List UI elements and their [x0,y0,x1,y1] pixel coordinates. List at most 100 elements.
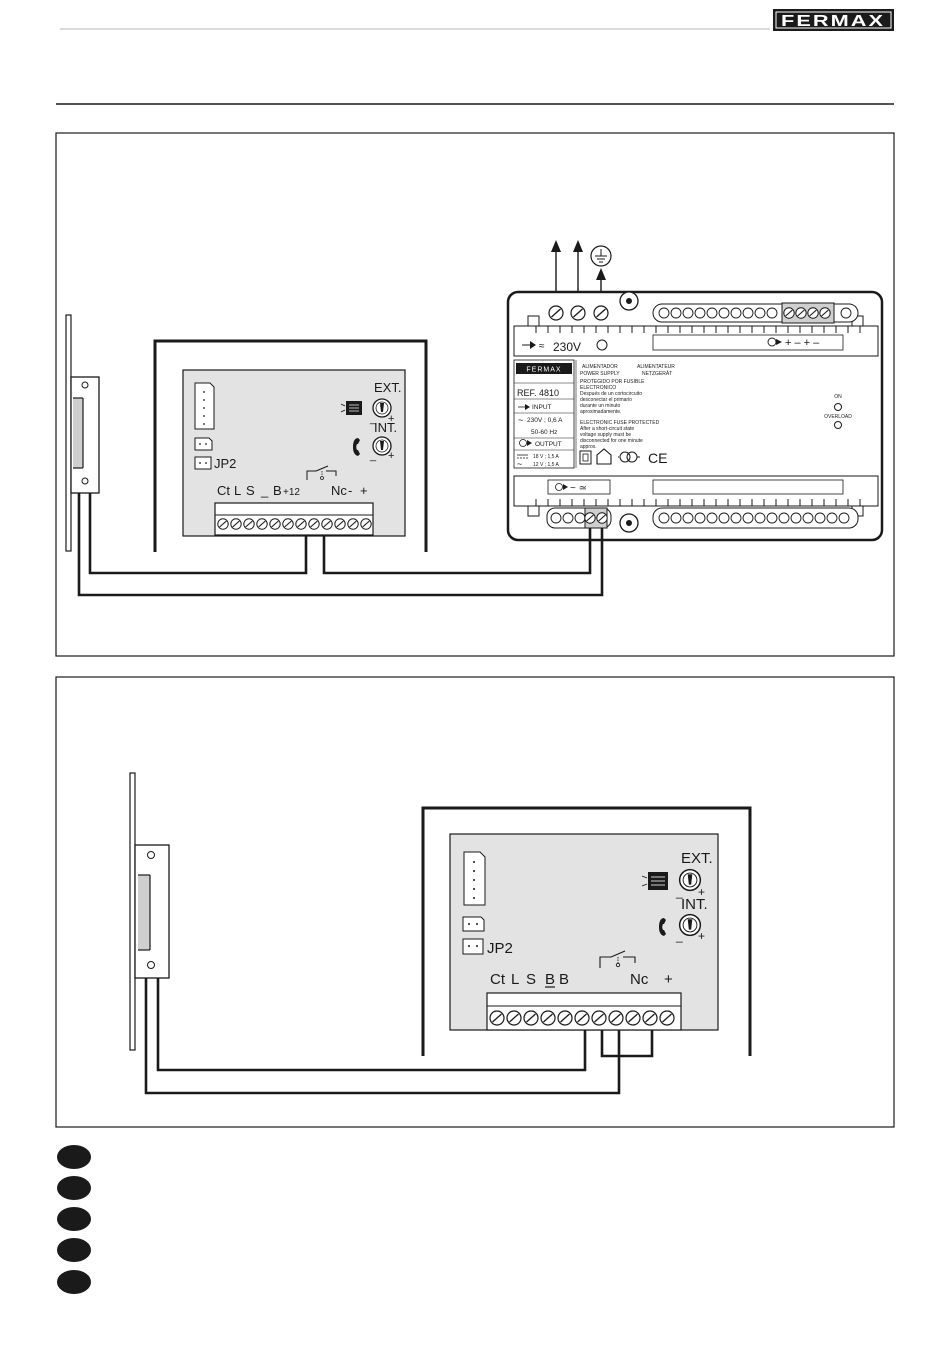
transformer-icon [618,451,640,463]
fermax-logo: FERMAX [773,9,894,31]
language-bullets [57,1145,91,1294]
language-bullet [57,1270,91,1294]
bridge-wire [600,1030,654,1058]
pm-plus: + [698,885,705,899]
fuse-text: PROTEGIDO POR FUSIBLE [580,379,645,385]
diagram-2-frame [55,676,895,1128]
svg-text:~: ~ [518,415,523,425]
camera-icon [641,872,668,890]
on-led-icon [834,403,842,411]
psu-reference: REF. 4810 [517,388,559,398]
title-de: NETZGERÄT [642,370,672,377]
language-bullet [57,1238,91,1262]
voltage-label: 230V [553,340,581,354]
output-polarity-label: + – + – [785,337,820,349]
electric-lock-1 [65,314,100,552]
wire-lock-to-psu [77,493,604,597]
output-symbol-icon [767,337,782,347]
int-label: INT. [374,420,397,435]
ext-label: EXT. [374,380,401,395]
wiring-1 [77,493,604,597]
input-symbol-icon: ≈ [522,341,545,352]
jp2-label: JP2 [214,456,236,471]
terminal-label: L [511,971,519,988]
earth-symbol-icon [596,339,608,351]
diagram-1-frame [55,132,895,657]
wire-lock-to-panel [88,493,308,575]
overload-led-icon [834,421,842,429]
terminal-label: S [526,971,536,988]
pm-minus: _ [369,413,377,425]
input-label: INPUT [532,404,552,411]
psu-brand: FERMAX [526,367,561,374]
input-rating: 230V ; 0,6 A [527,417,563,424]
terminal-label: B [545,971,555,988]
terminal-label: +12 [283,487,300,498]
pm-minus: _ [369,450,377,462]
terminal-label: S [246,483,255,498]
fuse-text: ELECTRONICO [580,385,616,391]
camera-icon [340,401,362,415]
svg-text:≈: ≈ [539,341,545,352]
relay-symbol-icon [306,465,337,480]
electric-lock-2 [129,772,170,1051]
output-ac-rating: 12 V ; 1,5 A [533,462,560,468]
output-symbol-icon [519,439,532,447]
indoor-use-icon [596,448,612,465]
fuse-text: approx. [580,444,597,450]
ext-label: EXT. [681,850,713,867]
double-insulation-icon [579,450,592,465]
title-en: POWER SUPPLY [580,371,620,377]
on-label: ON [834,394,842,400]
fuse-text: disconnected for one minute [580,438,643,444]
pm-minus: _ [675,929,683,943]
diagram-1-power-supply-lock: JP2 EXT. INT. _ + _ + [55,132,895,657]
terminal-label: L [234,483,241,498]
door-panel-unit-1: JP2 EXT. INT. _ + _ + [153,339,428,552]
jp2-label: JP2 [487,940,513,957]
language-bullet [57,1176,91,1200]
language-bullet [57,1145,91,1169]
pm-plus: + [388,450,394,462]
language-bullet [57,1207,91,1231]
overload-label: OVERLOAD [824,414,852,420]
terminal-label: Ct [490,971,506,988]
fuse-text: Después de un cortocircuito [580,391,642,397]
terminal-label: + [664,971,673,988]
door-panel-unit-2: JP2 EXT. INT. _ + _ + [421,806,752,1056]
wiring-2 [144,978,654,1095]
terminal-label: B [273,483,282,498]
input-symbol-icon [518,404,530,410]
fuse-text: ELECTRONIC FUSE PROTECTED [580,420,660,426]
fuse-text: durante un minuto [580,403,621,409]
terminal-label: Nc [331,483,347,498]
terminal-label: - [348,483,352,498]
output-dc-rating: 18 V ; 1,5 A [533,454,560,460]
terminal-label: + [360,483,368,498]
ce-mark: CE [648,450,667,466]
fuse-text: desconectar el primario [580,397,632,403]
frequency: 50-60 Hz [531,429,557,436]
terminal-screws [489,1010,675,1026]
pm-minus: _ [675,885,683,899]
wire-lock-to-b [156,978,587,1072]
title-es: ALIMENTADOR [582,364,618,370]
terminal-label: B [559,971,569,988]
pm-plus: + [698,929,705,943]
svg-text:~: ~ [517,459,522,469]
fuse-text: voltage supply must be [580,432,631,438]
logo-text: FERMAX [781,13,885,30]
terminal-label: Ct [217,483,230,498]
pm-plus: + [388,413,394,425]
output-label: OUTPUT [535,441,562,448]
mains-input-arrows [551,240,612,306]
title-fr: ALIMENTATEUR [637,364,675,370]
terminal-label: _ [260,483,269,498]
terminal-label: Nc [630,971,649,988]
diagram-2-lock-direct: JP2 EXT. INT. _ + _ + [55,676,895,1128]
fuse-text: aproximadamente. [580,409,621,415]
relay-symbol-icon [599,950,636,968]
int-label: INT. [681,896,708,913]
svg-text:~ ≃: ~ ≃ [570,483,587,494]
